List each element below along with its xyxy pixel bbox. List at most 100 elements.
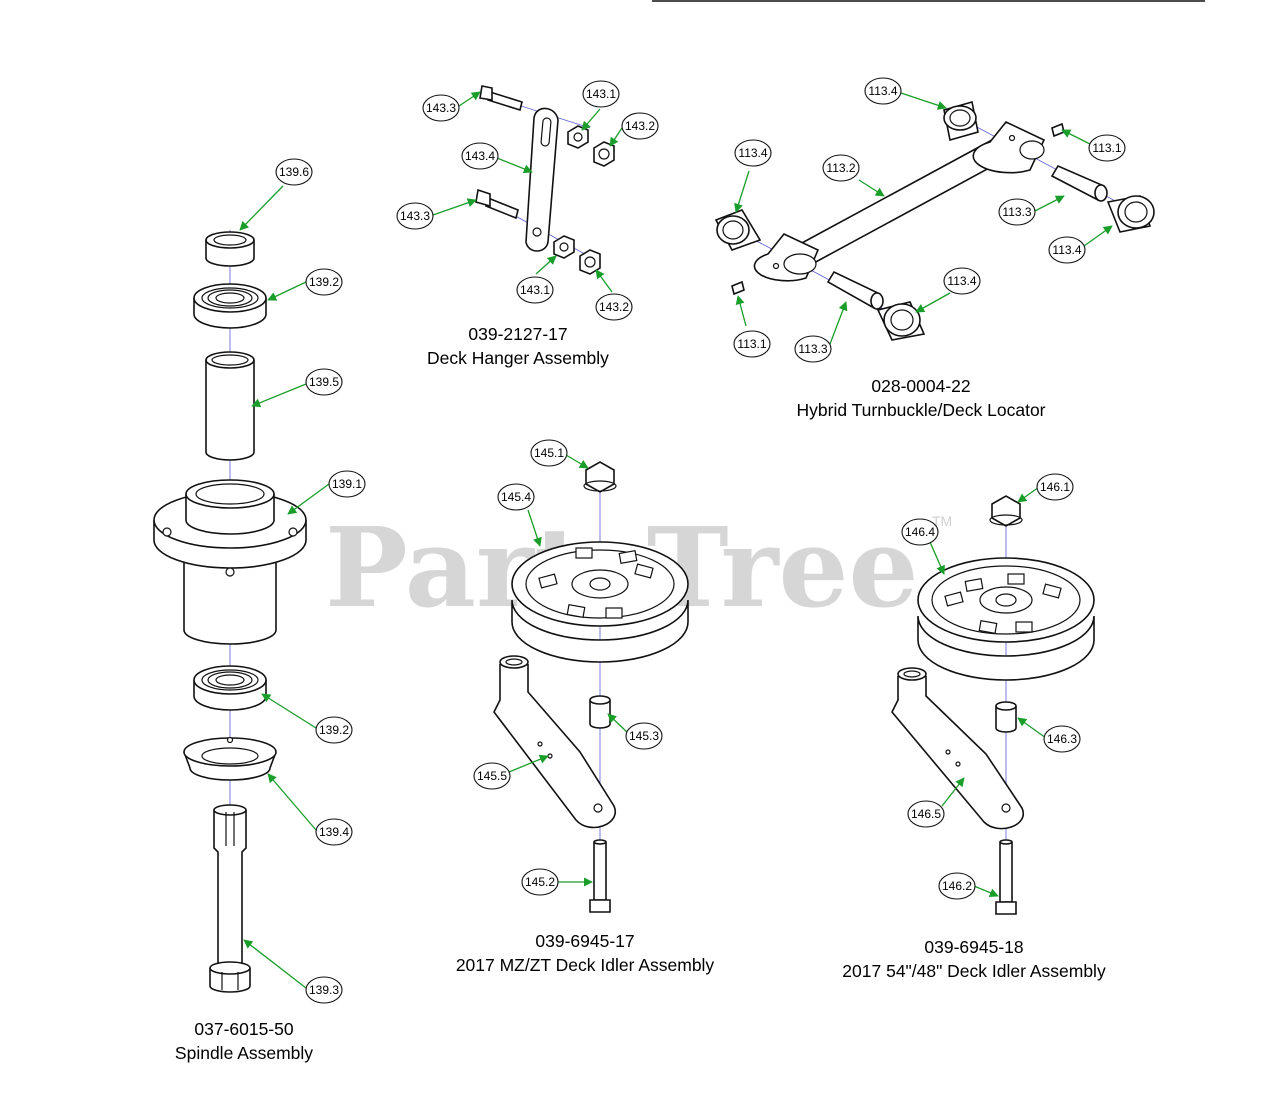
callout-113-4-c[interactable]: 113.4	[1048, 236, 1086, 264]
turnbuckle-name: Hybrid Turnbuckle/Deck Locator	[797, 400, 1046, 420]
callout-145-2[interactable]: 145.2	[521, 868, 559, 896]
part-145-3-spacer	[589, 695, 611, 729]
svg-text:143.3: 143.3	[400, 209, 430, 223]
callout-143-4[interactable]: 143.4	[461, 142, 499, 170]
part-113-3-sleeve-a	[1050, 164, 1108, 202]
deck-hanger-name: Deck Hanger Assembly	[427, 348, 609, 368]
part-143-1-nut-upper	[567, 125, 589, 149]
callout-113-1-b[interactable]: 113.1	[733, 330, 771, 358]
svg-text:113.3: 113.3	[798, 342, 827, 356]
part-113-4-bushing-b	[714, 209, 762, 251]
callout-113-3-b[interactable]: 113.3	[794, 335, 832, 363]
idler-mz-zt-part-number: 039-6945-17	[535, 931, 634, 951]
callout-145-5[interactable]: 145.5	[473, 762, 511, 790]
callout-143-3-lower[interactable]: 143.3	[396, 202, 434, 230]
svg-text:113.4: 113.4	[947, 274, 976, 288]
part-139-1-spindle-housing	[153, 479, 307, 645]
svg-text:146.3: 146.3	[1047, 732, 1077, 746]
callout-146-1[interactable]: 146.1	[1036, 473, 1074, 501]
callout-145-3[interactable]: 145.3	[625, 722, 663, 750]
callout-139-4[interactable]: 139.4	[315, 818, 353, 846]
assembly-captions: 039-2127-17 Deck Hanger Assembly 028-000…	[175, 324, 1106, 1063]
spindle-assembly-drawing	[153, 230, 307, 993]
deck-hanger-drawing	[475, 85, 615, 275]
svg-text:146.2: 146.2	[942, 879, 972, 893]
callout-145-4[interactable]: 145.4	[497, 483, 535, 511]
part-139-2-bearing-top	[193, 283, 267, 329]
svg-text:145.3: 145.3	[629, 729, 659, 743]
part-113-1-grease-fitting-b	[731, 280, 745, 296]
part-143-4-hanger-bar	[525, 107, 559, 252]
callout-139-6[interactable]: 139.6	[275, 158, 313, 186]
svg-text:113.1: 113.1	[737, 337, 766, 351]
svg-text:143.2: 143.2	[625, 119, 655, 133]
part-146-2-bolt	[995, 839, 1017, 915]
part-143-1-nut-lower	[553, 235, 575, 259]
idler-54-48-part-number: 039-6945-18	[924, 937, 1023, 957]
callout-143-1-lower[interactable]: 143.1	[516, 276, 554, 304]
callout-146-5[interactable]: 146.5	[907, 800, 945, 828]
part-145-1-flange-nut	[583, 461, 617, 493]
svg-text:145.5: 145.5	[477, 769, 507, 783]
svg-text:143.3: 143.3	[426, 101, 456, 115]
svg-text:146.4: 146.4	[905, 525, 935, 539]
svg-text:146.1: 146.1	[1040, 480, 1070, 494]
svg-text:139.5: 139.5	[309, 375, 339, 389]
part-113-3-sleeve-b	[826, 270, 884, 310]
svg-text:113.1: 113.1	[1092, 141, 1121, 155]
callout-139-1[interactable]: 139.1	[328, 470, 366, 498]
callout-145-1[interactable]: 145.1	[530, 439, 568, 467]
part-146-4-idler-pulley	[917, 557, 1095, 681]
svg-text:113.4: 113.4	[868, 84, 897, 98]
svg-text:143.2: 143.2	[599, 300, 629, 314]
part-145-2-bolt	[589, 839, 611, 913]
callout-113-4-d[interactable]: 113.4	[943, 267, 981, 295]
callout-113-4-a[interactable]: 113.4	[864, 77, 902, 105]
idler-mz-zt-drawing	[493, 461, 689, 913]
turnbuckle-drawing	[714, 100, 1155, 341]
svg-text:139.1: 139.1	[332, 477, 362, 491]
leader-lines	[239, 91, 1113, 989]
svg-text:143.4: 143.4	[465, 149, 495, 163]
callout-146-3[interactable]: 146.3	[1043, 725, 1081, 753]
callout-146-4[interactable]: 146.4	[901, 518, 939, 546]
callout-139-2-top[interactable]: 139.2	[305, 268, 343, 296]
callout-146-2[interactable]: 146.2	[938, 872, 976, 900]
svg-text:143.1: 143.1	[586, 87, 616, 101]
part-143-3-bolt-lower	[475, 188, 519, 220]
callout-139-3[interactable]: 139.3	[305, 976, 343, 1004]
callout-139-5[interactable]: 139.5	[305, 368, 343, 396]
callout-139-2-bottom[interactable]: 139.2	[315, 716, 353, 744]
spindle-part-number: 037-6015-50	[194, 1019, 294, 1039]
callout-113-4-b[interactable]: 113.4	[734, 139, 772, 167]
svg-text:146.5: 146.5	[911, 807, 941, 821]
part-139-5-spacer-tube	[205, 351, 255, 461]
deck-hanger-part-number: 039-2127-17	[468, 324, 567, 344]
part-143-3-bolt-upper	[479, 85, 523, 112]
svg-text:113.2: 113.2	[826, 161, 855, 175]
callout-143-3-upper[interactable]: 143.3	[422, 94, 460, 122]
callout-143-1-upper[interactable]: 143.1	[582, 80, 620, 108]
svg-text:145.1: 145.1	[534, 446, 564, 460]
part-139-6-bushing	[205, 231, 255, 267]
part-143-2-locknut-lower	[579, 249, 601, 275]
svg-text:139.2: 139.2	[309, 275, 339, 289]
svg-text:139.3: 139.3	[309, 983, 339, 997]
callout-113-1-a[interactable]: 113.1	[1088, 134, 1126, 162]
callout-143-2-upper[interactable]: 143.2	[621, 112, 659, 140]
part-139-2-bearing-bottom	[193, 665, 267, 711]
part-146-1-flange-nut	[989, 495, 1023, 527]
part-146-3-spacer	[995, 701, 1017, 733]
callout-143-2-lower[interactable]: 143.2	[595, 293, 633, 321]
callout-113-3-a[interactable]: 113.3	[998, 198, 1036, 226]
callout-113-2[interactable]: 113.2	[822, 154, 860, 182]
svg-text:139.2: 139.2	[319, 723, 349, 737]
spindle-name: Spindle Assembly	[175, 1043, 313, 1063]
idler-54-48-drawing	[891, 495, 1095, 915]
svg-text:145.2: 145.2	[525, 875, 555, 889]
idler-mz-zt-name: 2017 MZ/ZT Deck Idler Assembly	[456, 955, 715, 975]
part-139-3-spindle-shaft	[209, 804, 251, 993]
part-145-4-idler-pulley	[511, 541, 689, 663]
svg-text:139.4: 139.4	[319, 825, 349, 839]
